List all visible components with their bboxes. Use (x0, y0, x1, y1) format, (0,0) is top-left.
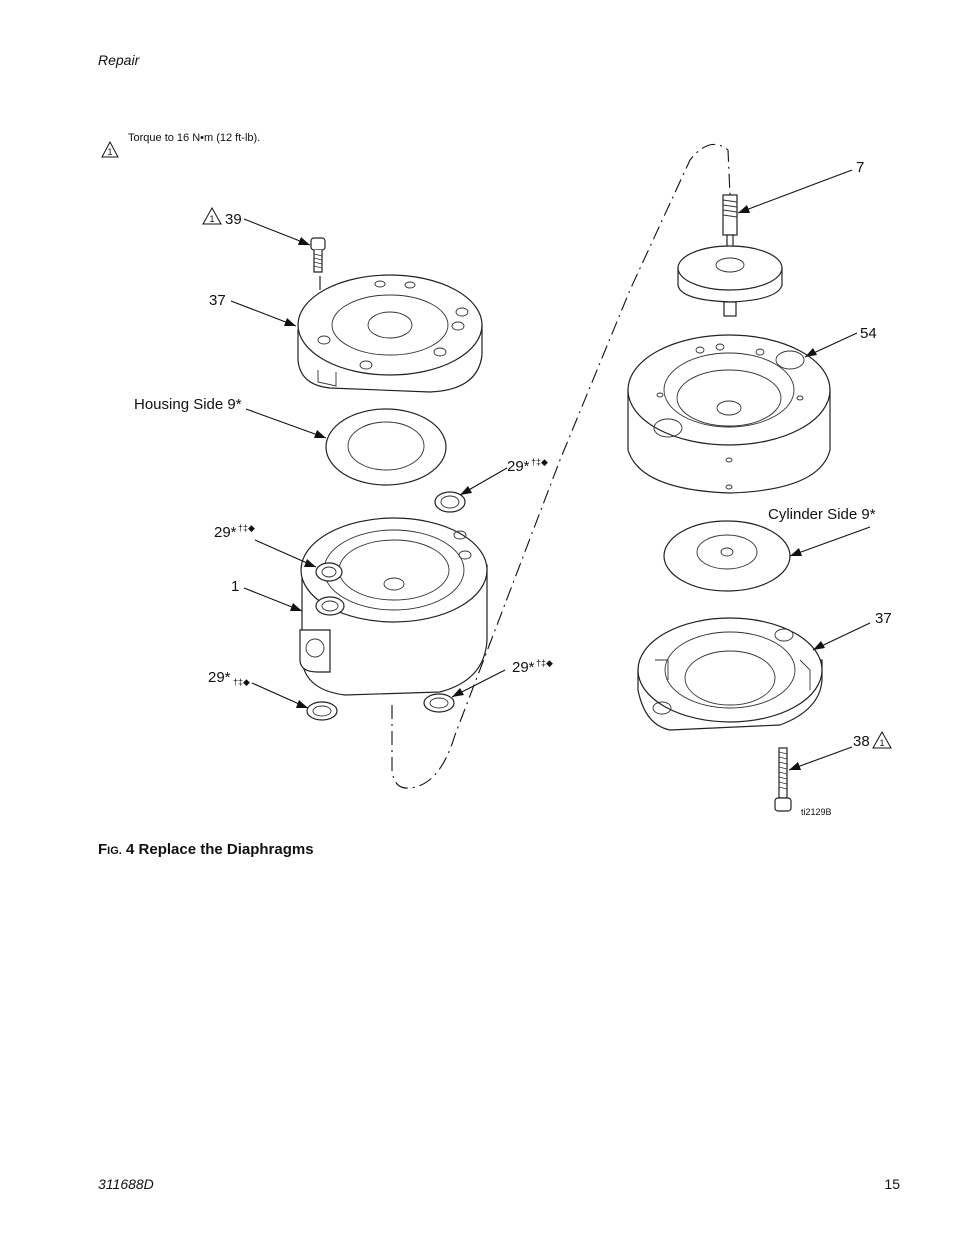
doc-number: 311688D (98, 1176, 154, 1192)
housing-1 (299, 517, 488, 696)
screw-38 (774, 747, 792, 812)
shaft-7 (677, 194, 783, 317)
callout-29-c-symbols: †‡◆ (233, 677, 250, 687)
warning-triangle-icon (872, 730, 892, 749)
callout-54: 54 (860, 325, 877, 342)
housing-side-diaphragm (325, 408, 447, 486)
torque-note: 1 Torque to 16 N•m (12 ft-lb). (101, 132, 260, 158)
bottom-cover-37 (637, 617, 823, 731)
callout-29-b: 29* (214, 524, 237, 541)
callout-7: 7 (856, 159, 864, 176)
callout-29-a-symbols: †‡◆ (531, 457, 548, 467)
page-number: 15 (884, 1176, 900, 1192)
callout-29-d-symbols: †‡◆ (536, 658, 553, 668)
cylinder-side-diaphragm (663, 520, 791, 592)
screw-39 (310, 237, 326, 273)
seal-29-upper (434, 491, 466, 513)
callout-39: 39 (225, 211, 242, 228)
callout-37-bottom: 37 (875, 610, 892, 627)
torque-note-text: Torque to 16 N•m (12 ft-lb). (128, 132, 260, 144)
caption-fig-first: F (98, 841, 108, 858)
leader-lines (230, 169, 871, 771)
warning-number: 1 (879, 738, 884, 748)
callout-labels: 1 39 37 Housing Side 9* 29* †‡◆ 29* †‡◆ … (134, 159, 892, 817)
top-cover-37 (297, 274, 483, 393)
assembly-path (391, 143, 731, 789)
callout-37-top: 37 (209, 292, 226, 309)
warning-number: 1 (209, 214, 214, 224)
warning-number: 1 (107, 147, 112, 157)
figure-caption: FIG. 4 Replace the Diaphragms (98, 841, 314, 858)
callout-29-b-symbols: †‡◆ (238, 523, 255, 533)
seal-29-lower-right (423, 693, 455, 713)
callout-1: 1 (231, 578, 239, 595)
section-header: Repair (98, 52, 140, 68)
callout-cylinder-side: Cylinder Side 9* (768, 506, 876, 523)
caption-fig-rest: IG. (107, 845, 122, 857)
cylinder-54 (627, 334, 831, 494)
callout-29-a: 29* (507, 458, 530, 475)
callout-housing-side: Housing Side 9* (134, 396, 242, 413)
seal-29-lower-left (306, 701, 338, 721)
figure-id: ti2129B (801, 807, 832, 817)
caption-text: 4 Replace the Diaphragms (121, 841, 314, 858)
callout-29-c: 29* (208, 669, 231, 686)
warning-triangle-icon (101, 140, 119, 158)
callout-38: 38 (853, 733, 870, 750)
warning-triangle-icon (202, 206, 222, 225)
callout-29-d: 29* (512, 659, 535, 676)
